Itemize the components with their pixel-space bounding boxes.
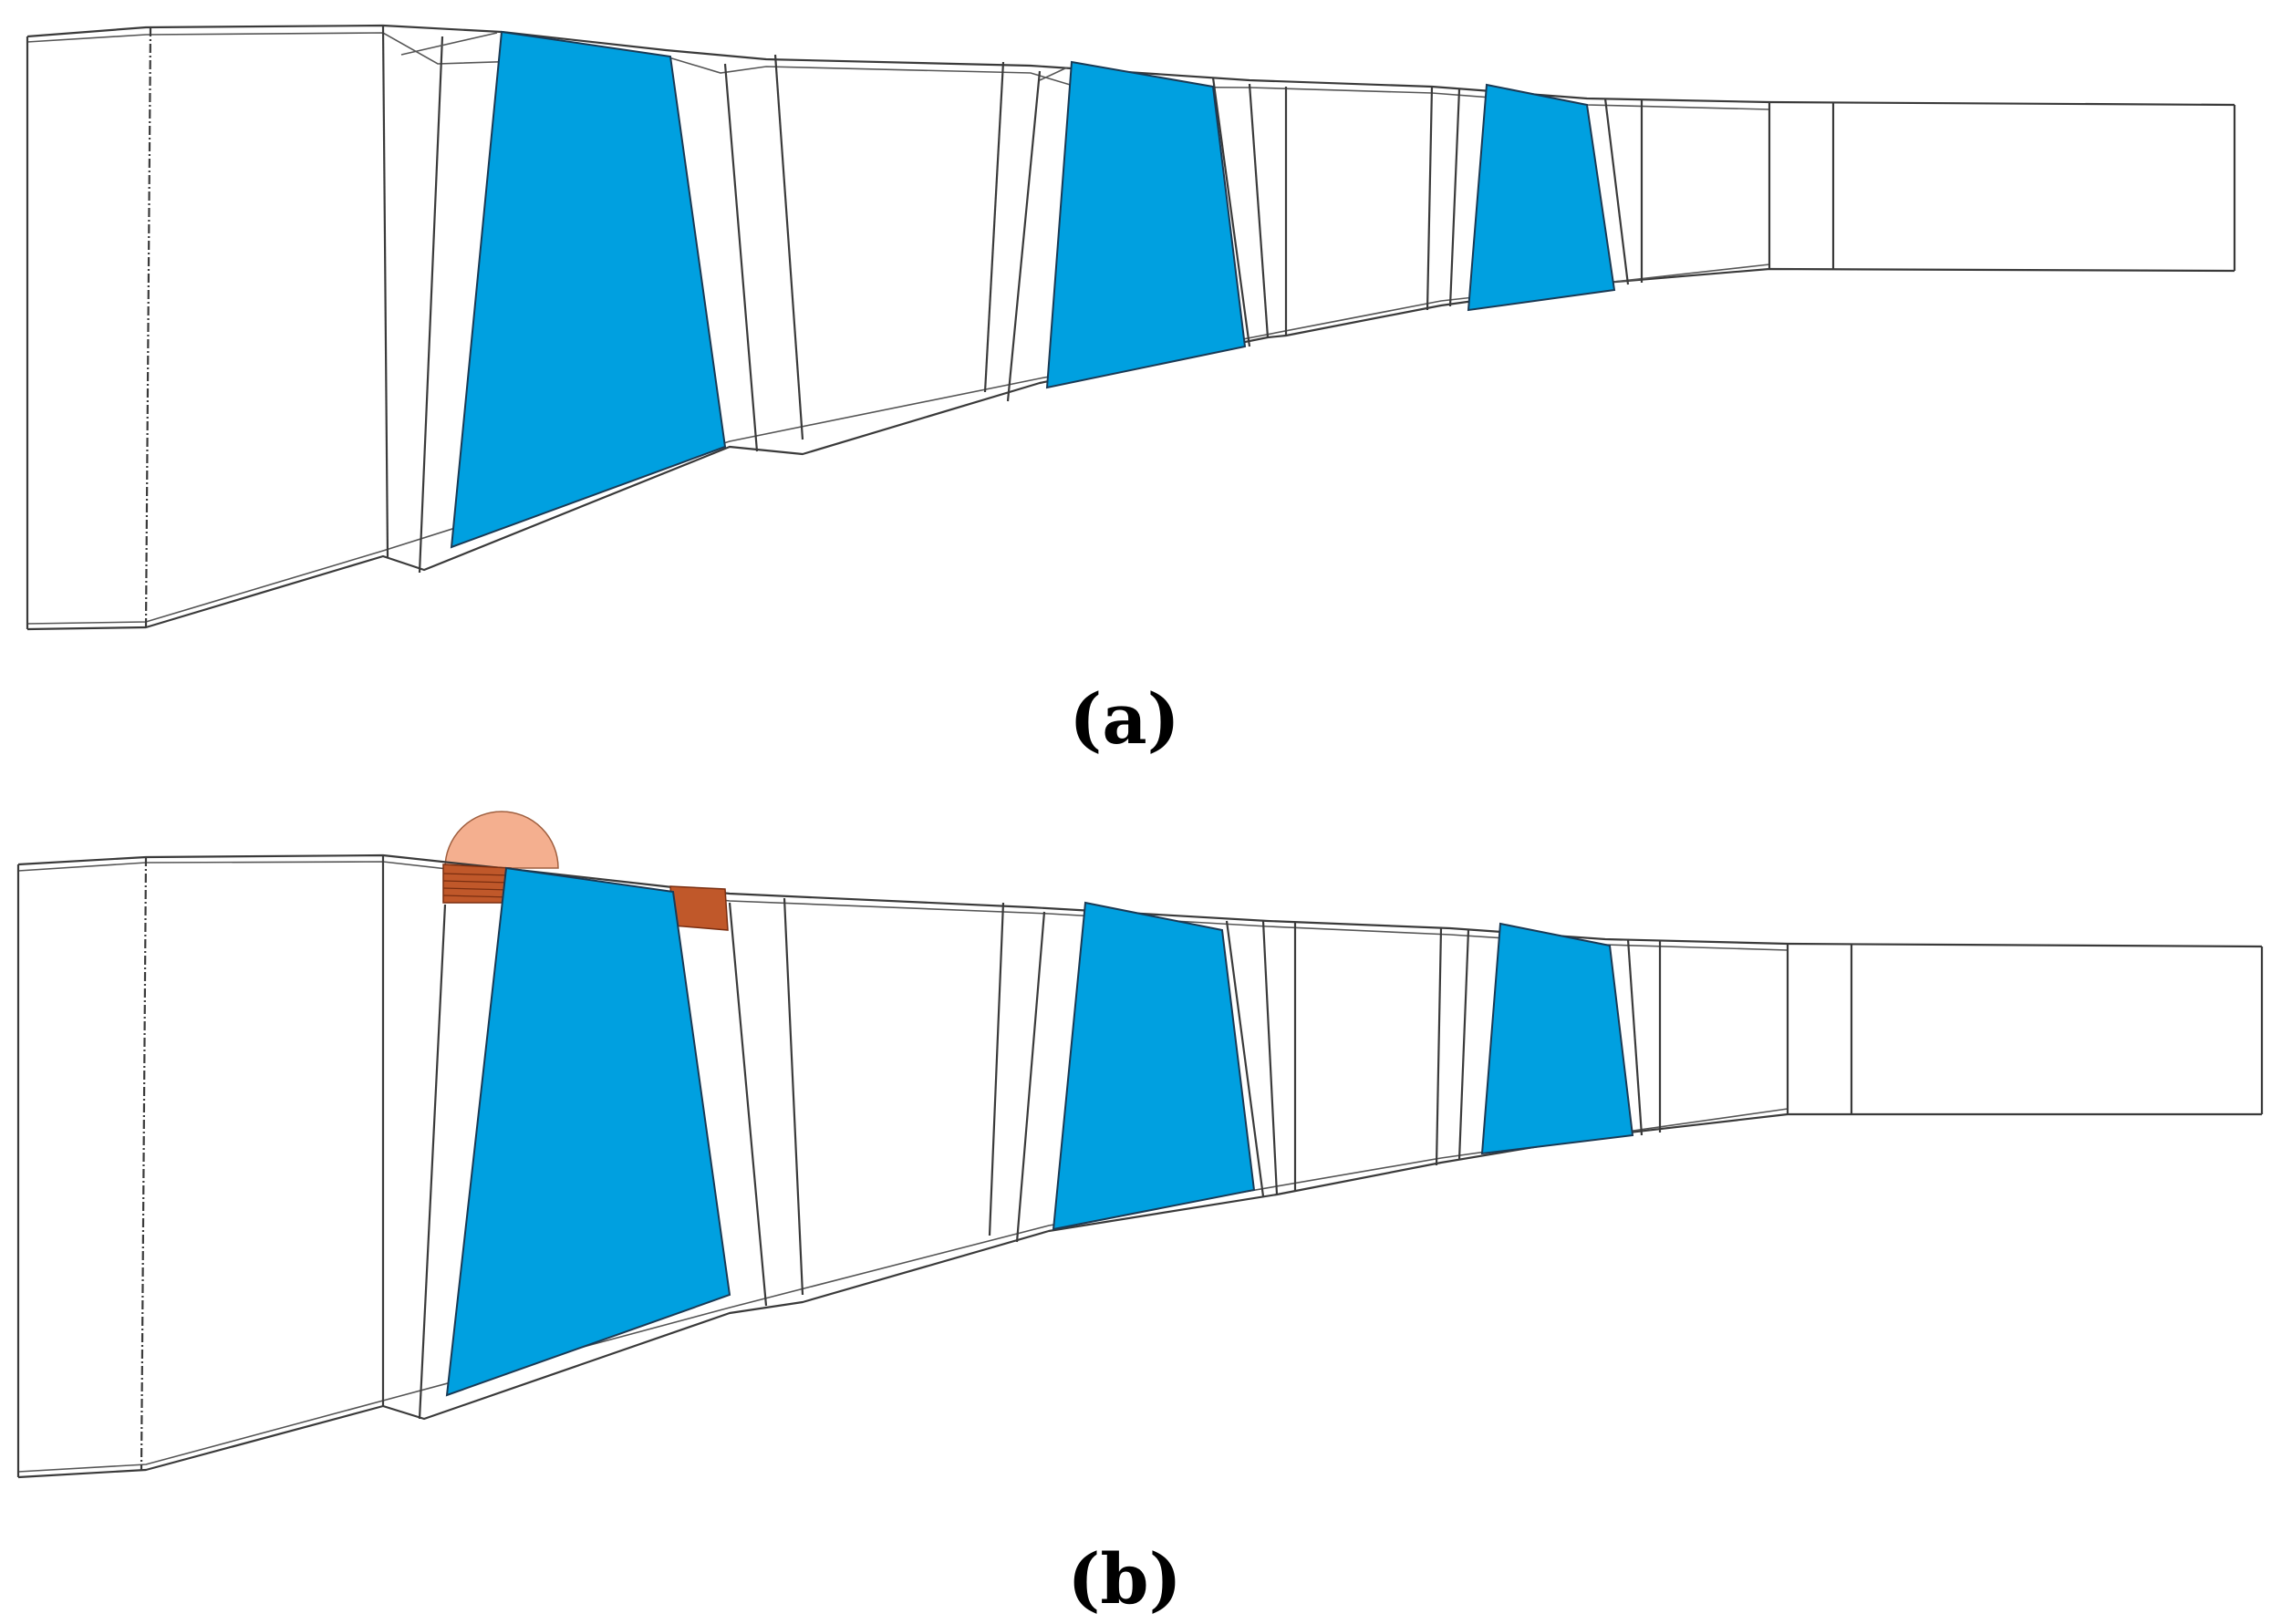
panel-a-station-7 — [1603, 98, 1630, 285]
panel-a-hub-inner-line — [26, 264, 1770, 625]
panel-a-rotor-blade-3 — [1467, 83, 1616, 312]
panel-b-stator-3-le — [1015, 911, 1046, 1243]
panel-b-rotor-blade-2 — [1052, 901, 1256, 1231]
panel-a-station-2 — [983, 61, 1005, 393]
panel-a-stator-2-le — [723, 63, 759, 452]
panel-a-passage-line-1 — [400, 32, 498, 56]
panel-b-hub-inner-line — [17, 1108, 1789, 1473]
panel-b-stator-1-te — [418, 904, 447, 1420]
panel-b-station-7 — [1626, 938, 1644, 1136]
panel-a-station-5 — [1426, 86, 1434, 311]
panel-a-stator-3-le — [1006, 70, 1042, 402]
panel-a-rotor-blade-2 — [1045, 60, 1247, 389]
panel-a-stator-2-te — [773, 54, 804, 440]
panel-b-stator-2-te — [783, 897, 804, 1296]
panel-a-caption: (a) — [1069, 678, 1179, 760]
panel-a-rotor-blade-1 — [450, 30, 727, 549]
panel-a-flowpath — [26, 24, 2236, 631]
panel-b-rotor-blade-1 — [445, 866, 731, 1397]
panel-b-station-6 — [1457, 929, 1470, 1161]
panel-b-tip-cavity-rear — [669, 885, 729, 931]
panel-b-station-1 — [140, 856, 148, 1471]
panel-b-station-5 — [1435, 927, 1443, 1166]
panel-a-stator-3-te — [1211, 77, 1251, 347]
panel-b-stator-3-te — [1225, 920, 1265, 1197]
panel-b-station-3 — [1261, 920, 1279, 1195]
panel-b-stator-2-le — [728, 902, 768, 1307]
panel-b-station-2 — [988, 902, 1005, 1236]
panel-a-stator-1-te — [418, 36, 444, 574]
panel-b-tip-cavity-front — [442, 864, 512, 904]
panel-b-rotor-blade-3 — [1480, 922, 1634, 1155]
panel-a-shroud-line — [26, 24, 2235, 107]
panel-a-station-3 — [1248, 83, 1270, 338]
panel-b-caption: (b) — [1067, 1538, 1181, 1619]
panel-a-station-6 — [1448, 88, 1461, 307]
panel-b-hub-line — [17, 1112, 2262, 1479]
panel-a-station-1 — [144, 26, 152, 628]
panel-b-casing-dome — [444, 811, 559, 869]
panel-b-shroud-line — [17, 853, 2263, 948]
panel-a-stator-1-le — [381, 25, 389, 559]
panel-b-flowpath — [16, 811, 2264, 1479]
panel-a-passage-line-2 — [1039, 67, 1068, 81]
